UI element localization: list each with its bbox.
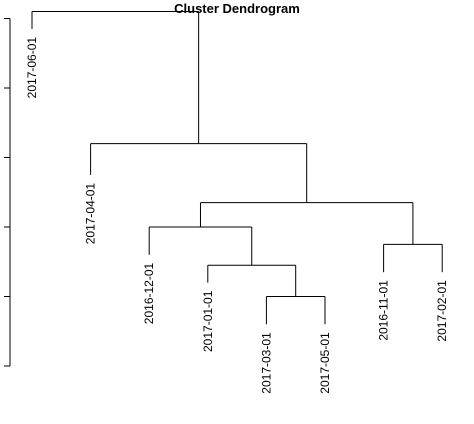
dendrogram-branches — [31, 11, 443, 325]
leaf-label: 2017-03-01 — [259, 332, 273, 394]
y-axis — [4, 18, 11, 367]
chart-title: Cluster Dendrogram — [174, 1, 300, 16]
leaf-label: 2016-11-01 — [377, 280, 391, 341]
leaf-label: 2017-05-01 — [318, 332, 332, 394]
leaf-label: 2017-04-01 — [84, 183, 98, 245]
leaf-label: 2017-01-01 — [201, 290, 215, 352]
leaf-label: 2016-12-01 — [142, 262, 156, 324]
leaf-labels: 2017-06-01 2017-04-01 2016-12-01 2017-01-01… — [25, 37, 449, 394]
leaf-label: 2017-06-01 — [25, 37, 39, 99]
leaf-label: 2017-02-01 — [435, 280, 449, 342]
